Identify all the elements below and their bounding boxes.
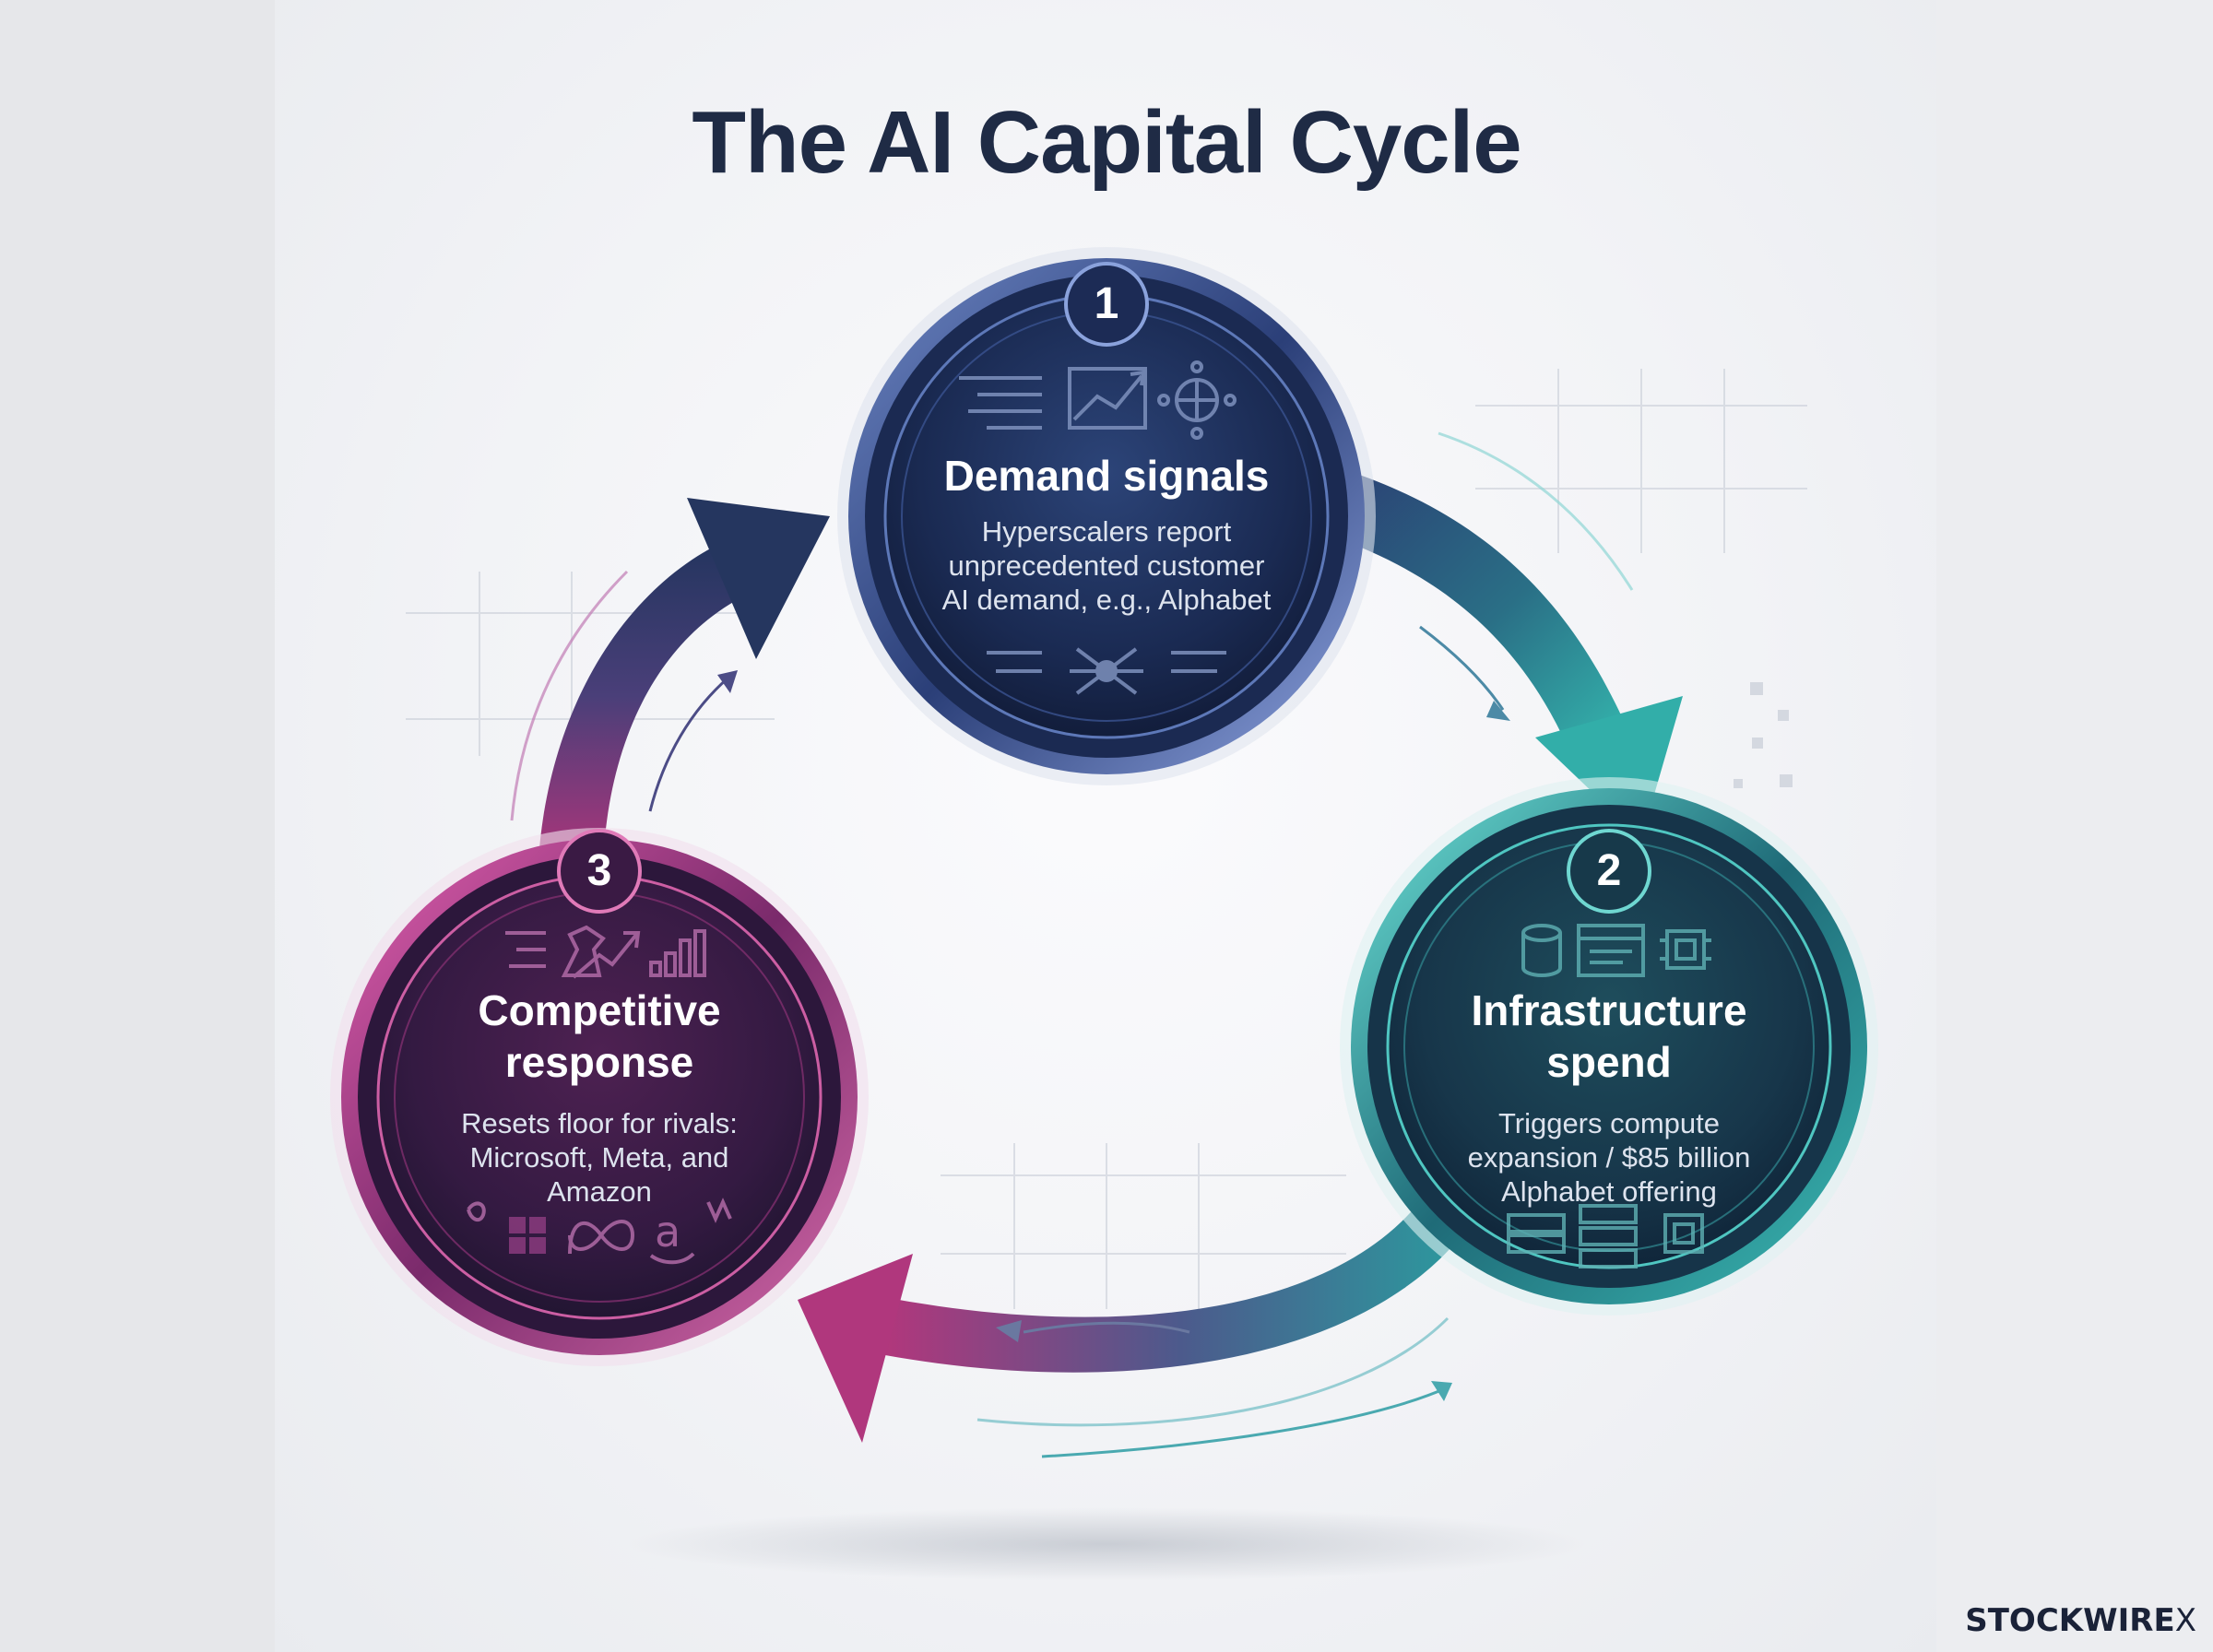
database-icon — [1521, 924, 1562, 977]
amazon-logo-icon: a — [649, 1207, 695, 1265]
browser-window-icon — [1577, 924, 1645, 977]
node-1-text: Demand signals Hyperscalers report unpre… — [913, 450, 1300, 617]
step-number-3: 3 — [586, 846, 612, 895]
node-1-icons — [959, 360, 1237, 695]
cpu-chip-icon — [1660, 929, 1711, 970]
node-3-heading: Competitive response — [478, 986, 721, 1086]
bar-chart-icon — [649, 929, 706, 977]
data-lines-icon — [987, 651, 1226, 673]
node-3-body: Resets floor for rivals: Microsoft, Meta… — [461, 1107, 738, 1208]
right-margin — [1936, 0, 2213, 1652]
step-number-2: 2 — [1596, 846, 1622, 895]
node-3-text: Competitive response Resets floor for ri… — [443, 985, 756, 1209]
server-rack-icon — [1507, 1204, 1638, 1268]
microsoft-logo-icon — [509, 1217, 546, 1254]
pixel-decoration — [1734, 682, 1793, 788]
floor-shadow — [627, 1507, 1586, 1581]
node-1-body: Hyperscalers report unprecedented custom… — [941, 515, 1272, 616]
hub-node-icon — [1070, 647, 1143, 695]
node-2-body: Triggers compute expansion / $85 billion… — [1467, 1107, 1751, 1208]
svg-text:a: a — [655, 1207, 680, 1257]
growth-chart-icon — [1068, 367, 1147, 430]
node-3-icons: a — [467, 925, 732, 1265]
brand-logo: STOCKWIREX — [1965, 1602, 2196, 1639]
step-number-1: 1 — [1094, 279, 1119, 328]
chess-knight-icon — [561, 925, 606, 977]
node-2-text: Infrastructure spend Triggers compute ex… — [1452, 985, 1766, 1209]
speed-lines-icon — [959, 376, 1042, 430]
processor-icon — [1663, 1213, 1704, 1254]
node-infrastructure-spend — [1340, 777, 1878, 1316]
brand-name: STOCKWIRE — [1965, 1602, 2175, 1639]
meta-logo-icon — [568, 1220, 635, 1255]
arrow-infrastructure-to-response — [798, 1189, 1475, 1458]
node-2-heading: Infrastructure spend — [1471, 986, 1747, 1086]
page-title: The AI Capital Cycle — [692, 93, 1521, 192]
left-margin — [0, 0, 275, 1652]
trend-arrow-icon — [572, 931, 641, 979]
brand-mark: X — [2174, 1602, 2196, 1639]
bird-icon — [467, 1198, 732, 1223]
speed-lines-icon — [505, 931, 546, 968]
node-1-heading: Demand signals — [943, 452, 1270, 500]
arrow-response-to-demand — [510, 498, 830, 848]
node-2-icons — [1507, 924, 1711, 1268]
globe-network-icon — [1157, 360, 1237, 440]
